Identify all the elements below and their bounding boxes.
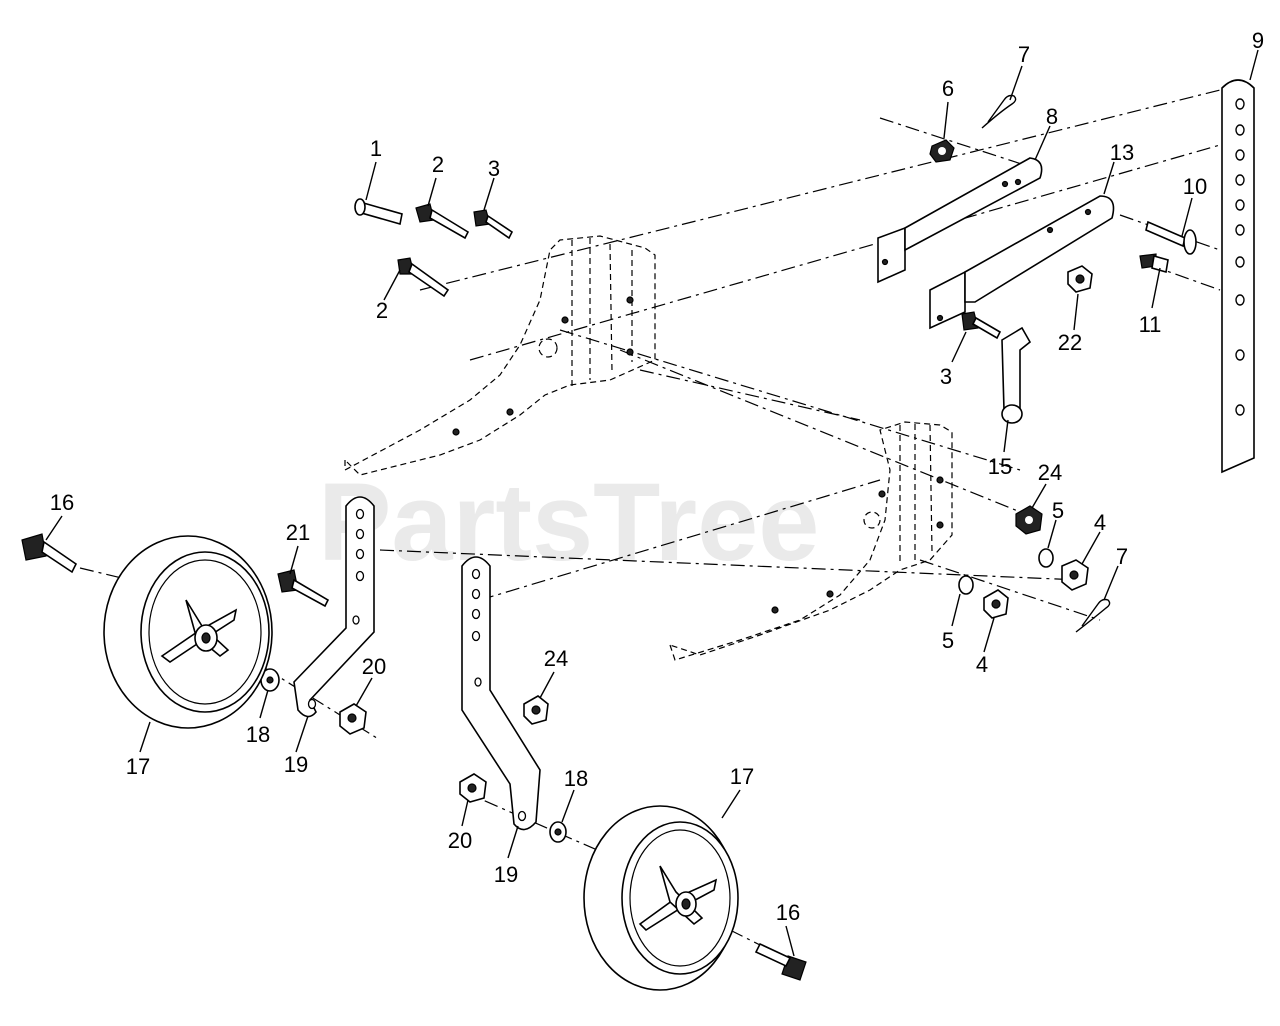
callout-labels: 1 2 3 2 6 7 8 13 9 10 11 22 3 15 24 5 4 …: [50, 28, 1264, 925]
callout-21: 21: [286, 520, 310, 545]
wheel-part-17-right: [583, 805, 739, 991]
callout-2: 2: [376, 298, 388, 323]
callout-17: 17: [126, 754, 150, 779]
callout-2: 2: [432, 152, 444, 177]
callout-11: 11: [1139, 312, 1162, 337]
callout-16: 16: [776, 900, 800, 925]
callout-24: 24: [1038, 460, 1062, 485]
callout-20: 20: [448, 828, 472, 853]
callout-15: 15: [988, 454, 1012, 479]
callout-19: 19: [494, 862, 518, 887]
wheel-bracket-part-19-left: [293, 496, 375, 718]
clip-part-15: [1001, 326, 1032, 424]
callout-13: 13: [1110, 140, 1134, 165]
callout-24: 24: [544, 646, 568, 671]
callout-6: 6: [942, 76, 954, 101]
left-frame-bracket: [344, 235, 656, 476]
callout-18: 18: [246, 722, 270, 747]
hardware: [21, 94, 1169, 981]
bracket-part-8: [877, 157, 1043, 284]
callout-16: 16: [50, 490, 74, 515]
bracket-part-13: [929, 195, 1115, 330]
callout-18: 18: [564, 766, 588, 791]
callout-4: 4: [976, 652, 988, 677]
depth-bar-part-9: [1221, 79, 1255, 474]
callout-7: 7: [1116, 544, 1128, 569]
callout-5: 5: [1052, 498, 1064, 523]
callout-3: 3: [488, 156, 500, 181]
callout-9: 9: [1252, 28, 1264, 53]
assembly-centerlines: [79, 89, 1221, 951]
callout-1: 1: [370, 136, 382, 161]
pin-part-10: [1145, 220, 1197, 255]
callout-22: 22: [1058, 330, 1082, 355]
callout-7: 7: [1018, 42, 1030, 67]
wheel-bracket-part-19-right: [461, 556, 541, 831]
callout-20: 20: [362, 654, 386, 679]
callout-4: 4: [1094, 510, 1106, 535]
callout-3: 3: [940, 364, 952, 389]
callout-8: 8: [1046, 104, 1058, 129]
callout-17: 17: [730, 764, 754, 789]
callout-19: 19: [284, 752, 308, 777]
callout-5: 5: [942, 628, 954, 653]
callout-10: 10: [1183, 174, 1207, 199]
wheel-part-17-left: [103, 535, 273, 729]
right-frame-bracket: [669, 421, 953, 661]
watermark: PartsTree: [318, 461, 819, 584]
leader-lines: [45, 49, 1259, 957]
